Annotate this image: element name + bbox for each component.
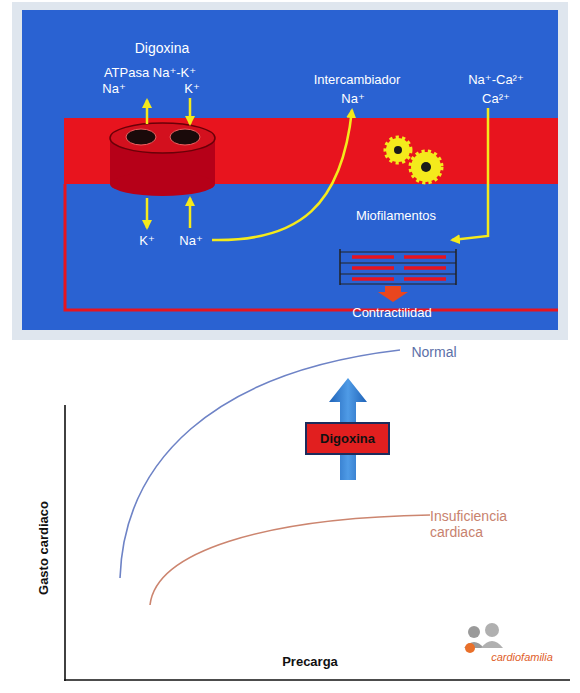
exchanger-arrow <box>212 110 352 240</box>
cell-outline <box>65 184 558 310</box>
calcium-arrow <box>452 108 488 240</box>
effect-label: Contractilidad <box>352 306 432 321</box>
y-axis <box>64 405 66 681</box>
pump-label: ATPasa Na⁺-K⁺ <box>104 66 196 81</box>
ion-arrows <box>147 98 488 240</box>
thick-filament <box>404 255 446 259</box>
ion-label: Na⁺ <box>179 234 202 249</box>
logo-head <box>485 623 499 637</box>
exchanger-label: Intercambiador <box>314 73 401 88</box>
gear <box>386 138 410 162</box>
thin-filament <box>340 263 456 264</box>
curve-label: Insuficiencia cardiaca <box>430 508 530 540</box>
pump-channel <box>126 129 156 145</box>
logo-text: cardiofamilia <box>491 651 553 664</box>
ion-label: K⁺ <box>184 82 200 97</box>
thin-filament <box>340 252 456 253</box>
axis-title: Gasto cardiaco <box>37 501 52 595</box>
structure-label: Miofilamentos <box>356 209 436 224</box>
ion-arrow <box>189 198 192 228</box>
drug-box: Digoxina <box>305 422 390 455</box>
ion-arrow <box>146 100 149 124</box>
pump-base <box>110 172 215 196</box>
logo <box>464 623 503 653</box>
ion-arrow <box>146 198 149 228</box>
axis-title: Precarga <box>282 655 338 670</box>
thick-filament <box>404 277 446 281</box>
chart <box>64 350 570 681</box>
ion-label: Na⁺ <box>341 92 364 107</box>
thick-filament <box>352 266 394 270</box>
curve-label: Normal <box>411 344 456 360</box>
contraction-arrow <box>378 286 408 302</box>
myofilaments <box>340 249 456 302</box>
panel-frame <box>12 2 568 340</box>
gear-hub <box>421 162 431 172</box>
thin-filament <box>340 274 456 275</box>
gear-hub <box>394 146 402 154</box>
cell-panel <box>22 10 558 330</box>
z-line <box>455 249 457 285</box>
exchanger-label: Na⁺-Ca²⁺ <box>468 73 524 88</box>
box-text: Digoxina <box>320 431 375 446</box>
thin-filament <box>340 284 456 285</box>
z-line <box>339 249 341 285</box>
thick-filament <box>404 266 446 270</box>
thick-filament <box>352 255 394 259</box>
logo-dot <box>465 643 475 653</box>
logo-head <box>468 626 480 638</box>
atpase-pump <box>110 123 215 196</box>
failure-curve <box>150 515 430 605</box>
ion-label: Na⁺ <box>102 82 125 97</box>
drug-label: Digoxina <box>135 40 189 56</box>
logo-body <box>481 641 503 648</box>
gears <box>386 138 441 182</box>
pump-channel <box>170 129 200 145</box>
ion-label: Ca²⁺ <box>482 92 510 107</box>
x-axis <box>64 679 570 681</box>
gear <box>411 152 441 182</box>
pump-top <box>110 123 215 153</box>
thick-filament <box>352 277 394 281</box>
normal-curve <box>120 350 400 578</box>
ion-arrow <box>189 98 192 124</box>
ion-label: K⁺ <box>139 234 155 249</box>
